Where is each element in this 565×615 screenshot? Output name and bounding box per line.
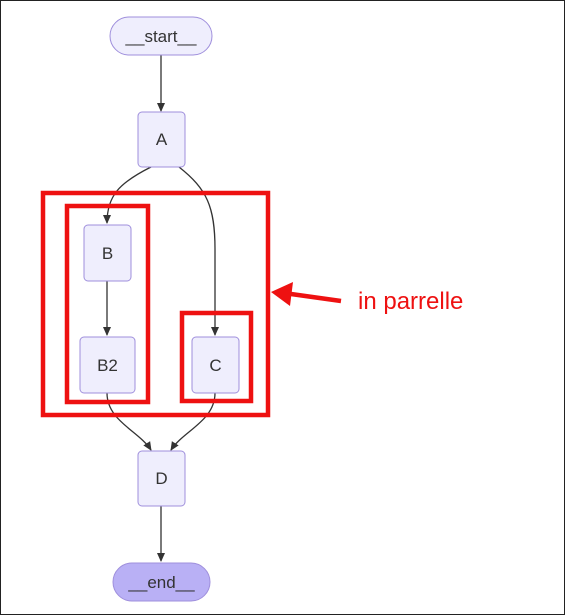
annotation-label: in parrelle bbox=[358, 288, 463, 315]
node-d[interactable]: D bbox=[137, 450, 186, 507]
node-b2[interactable]: B2 bbox=[79, 336, 136, 394]
node-b[interactable]: B bbox=[83, 224, 132, 282]
node-b-label: B bbox=[102, 244, 113, 263]
node-c-label: C bbox=[209, 356, 221, 375]
node-a-label: A bbox=[156, 130, 168, 149]
node-c[interactable]: C bbox=[191, 336, 240, 394]
branch-b-highlight bbox=[64, 203, 151, 405]
node-d-label: D bbox=[155, 469, 167, 488]
edge-a-to-c bbox=[178, 166, 219, 336]
annotation-arrow-icon bbox=[271, 282, 342, 306]
parallel-group-highlight bbox=[40, 190, 271, 418]
node-end[interactable]: __end__ bbox=[112, 562, 211, 602]
node-a[interactable]: A bbox=[137, 111, 186, 168]
node-start-label: __start__ bbox=[125, 27, 197, 46]
node-b2-label: B2 bbox=[97, 356, 118, 375]
node-end-label: __end__ bbox=[127, 573, 195, 592]
node-start[interactable]: __start__ bbox=[109, 16, 213, 56]
branch-c-highlight bbox=[179, 310, 254, 404]
